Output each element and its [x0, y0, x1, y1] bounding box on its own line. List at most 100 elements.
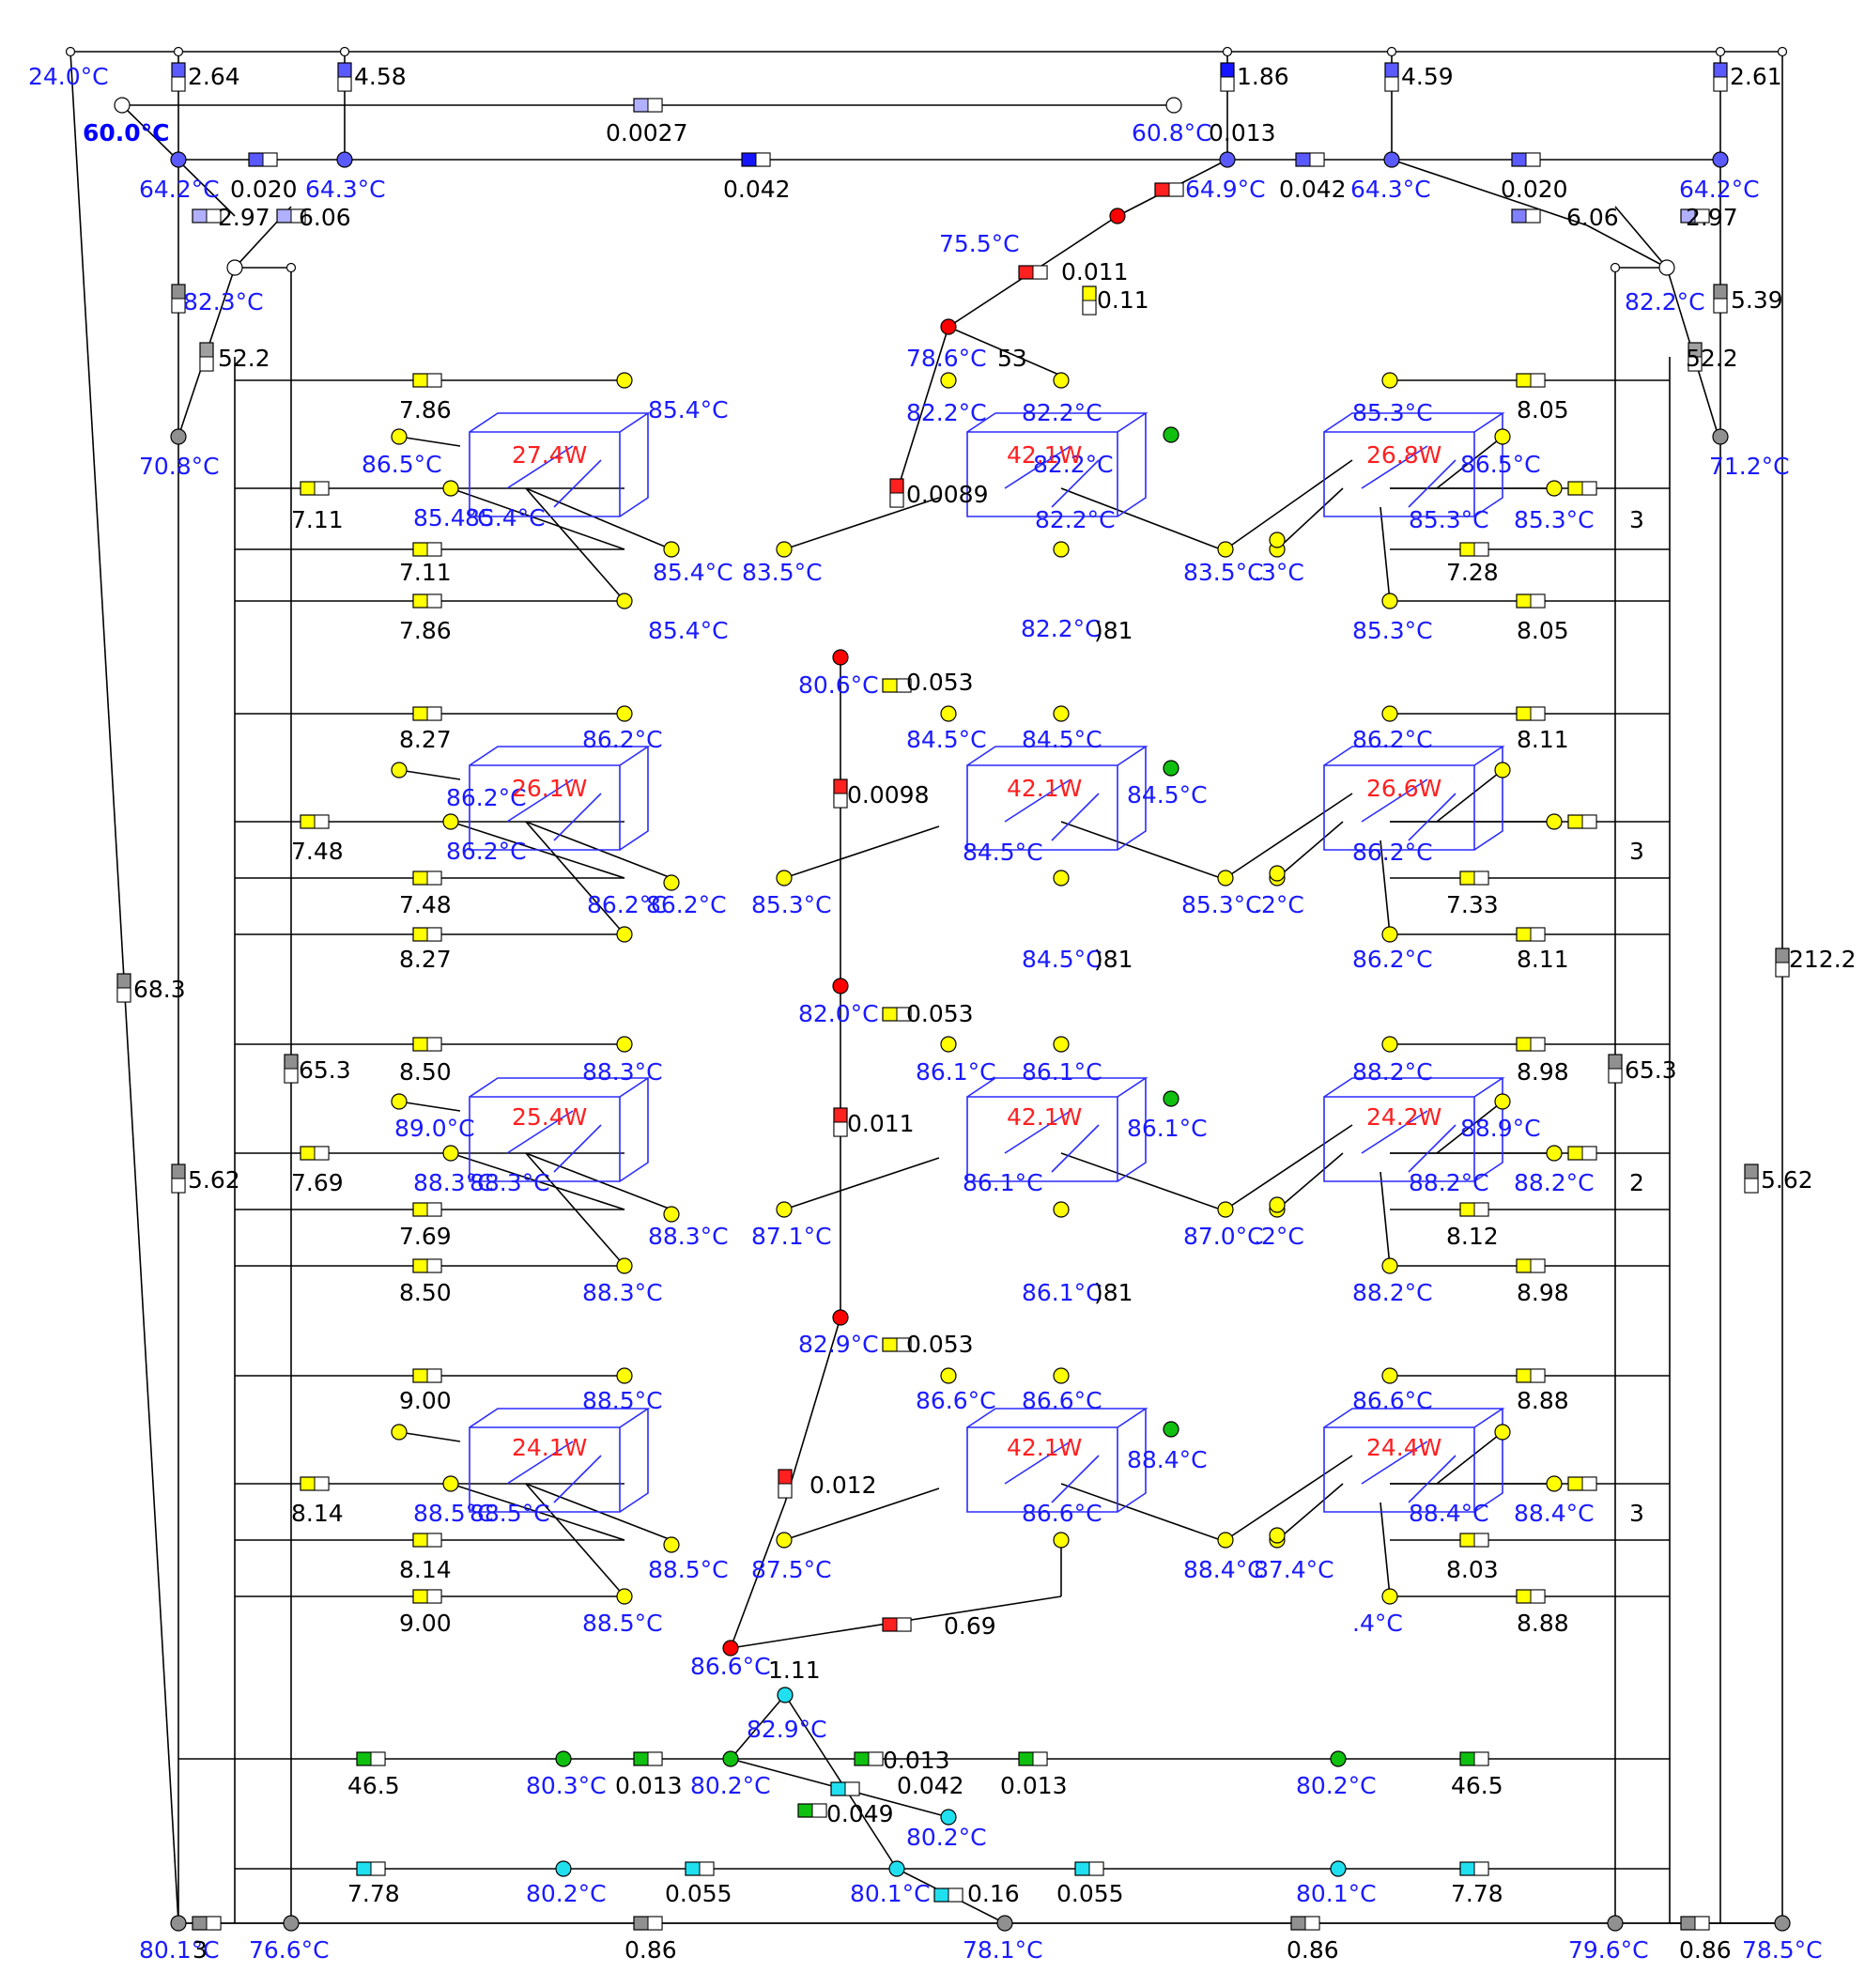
- node-gray: [170, 428, 187, 445]
- node-yellow: [776, 541, 793, 558]
- value-label: 8.27: [399, 946, 452, 973]
- node-yellow: [616, 705, 633, 722]
- value-label: 5.39: [1731, 286, 1783, 314]
- value-label: 1.11: [768, 1657, 821, 1684]
- value-label: 7.78: [347, 1880, 400, 1907]
- temperature-label: 86.1°C: [1022, 1279, 1102, 1306]
- value-label: 7.48: [399, 891, 452, 918]
- node-yellow: [1546, 1145, 1563, 1162]
- value-label: 3: [1629, 838, 1644, 865]
- heat-source-box: [966, 746, 1148, 851]
- node-yellow: [663, 1206, 680, 1223]
- value-label: 3: [1629, 506, 1644, 533]
- temperature-label: 85.4°C: [648, 617, 729, 644]
- temperature-label: 85.3°C: [1352, 617, 1433, 644]
- wire: [525, 487, 672, 550]
- resistor: [797, 1803, 827, 1818]
- node-yellow: [391, 1093, 408, 1110]
- value-label: 0.042: [1279, 176, 1347, 203]
- temperature-label: 78.5°C: [1742, 1936, 1823, 1964]
- resistor: [412, 706, 442, 721]
- node-green: [1163, 1421, 1179, 1438]
- wire: [525, 487, 625, 602]
- node-yellow: [1053, 1036, 1070, 1053]
- node-yellow: [1269, 865, 1286, 882]
- value-label: 0.69: [944, 1612, 996, 1640]
- resistor: [300, 814, 330, 829]
- power-label: 42.1W: [1007, 1103, 1082, 1131]
- value-label: 0.053: [906, 1000, 974, 1027]
- value-label: 52.2: [1686, 345, 1738, 372]
- node-gray: [1712, 428, 1729, 445]
- temperature-label: 64.3°C: [305, 176, 386, 203]
- wire: [1225, 459, 1353, 550]
- heat-source-box: [469, 746, 651, 851]
- heat-source-box: [966, 412, 1148, 517]
- node-green: [722, 1750, 739, 1767]
- resistor: [412, 1258, 442, 1273]
- temperature-label: 80.2°C: [906, 1824, 987, 1851]
- temperature-label: 88.4°C: [1514, 1500, 1595, 1527]
- node-yellow: [1053, 1532, 1070, 1549]
- resistor: [1018, 1751, 1048, 1766]
- wire: [891, 326, 949, 508]
- value-label: 6.06: [1566, 204, 1619, 231]
- node-yellow: [1381, 1367, 1398, 1384]
- node-green: [1163, 760, 1179, 777]
- resistor: [1567, 814, 1597, 829]
- node-yellow: [663, 1536, 680, 1553]
- resistor: [889, 478, 904, 508]
- value-label: 7.86: [399, 396, 452, 424]
- temperature-label: 64.9°C: [1185, 176, 1266, 203]
- temperature-label: 85.3°C: [1352, 399, 1433, 426]
- temperature-label: 82.2°C: [1035, 506, 1116, 533]
- node-yellow: [1269, 1196, 1286, 1213]
- temperature-label: 86.6°C: [690, 1653, 771, 1680]
- value-label: 0.020: [1501, 176, 1568, 203]
- node-yellow: [616, 1257, 633, 1274]
- node-yellow: [940, 1036, 957, 1053]
- temperature-label: 88.5°C: [648, 1556, 729, 1583]
- temperature-label: 80.1°C: [1296, 1880, 1377, 1907]
- value-label: 1.86: [1237, 63, 1289, 90]
- node-yellow: [1053, 870, 1070, 886]
- value-label: 2: [1629, 1169, 1644, 1196]
- node-yellow: [1053, 1367, 1070, 1384]
- value-label: 8.98: [1517, 1058, 1569, 1086]
- node-yellow: [1269, 532, 1286, 548]
- temperature-label: 86.2°C: [646, 891, 727, 918]
- resistor: [882, 1007, 912, 1022]
- value-label: 0.0098: [847, 781, 929, 809]
- value-label: 7.11: [291, 506, 344, 533]
- wire: [1276, 487, 1344, 550]
- junction-node: [1222, 46, 1233, 57]
- node-green: [555, 1750, 572, 1767]
- value-label: 7.28: [1446, 559, 1499, 586]
- value-label: 8.50: [399, 1058, 452, 1086]
- value-label: 0.042: [897, 1772, 964, 1799]
- resistor: [1516, 706, 1546, 721]
- node-cyan: [940, 1809, 957, 1826]
- value-label: 0.049: [826, 1800, 894, 1827]
- node-yellow: [442, 813, 459, 830]
- junction-node: [1610, 262, 1621, 273]
- value-label: 3: [193, 1936, 208, 1964]
- wire: [1060, 821, 1222, 879]
- value-label: 0.0027: [606, 119, 687, 146]
- temperature-label: 84.5°C: [1022, 726, 1102, 753]
- value-label: 4.59: [1401, 63, 1454, 90]
- node-cyan: [777, 1687, 794, 1703]
- temperature-label: 82.2°C: [1022, 399, 1102, 426]
- resistor: [1511, 152, 1541, 167]
- value-label: 0.011: [847, 1110, 915, 1137]
- temperature-label: 86.2°C: [446, 784, 527, 811]
- value-label: 2.97: [218, 204, 270, 231]
- resistor: [1516, 373, 1546, 388]
- value-label: 9.00: [399, 1610, 452, 1637]
- resistor: [248, 152, 278, 167]
- value-label: 8.14: [399, 1556, 452, 1583]
- resistor: [854, 1751, 884, 1766]
- temperature-label: 88.3°C: [582, 1058, 663, 1086]
- value-label: 8.88: [1517, 1610, 1569, 1637]
- heat-source-box: [966, 1077, 1148, 1182]
